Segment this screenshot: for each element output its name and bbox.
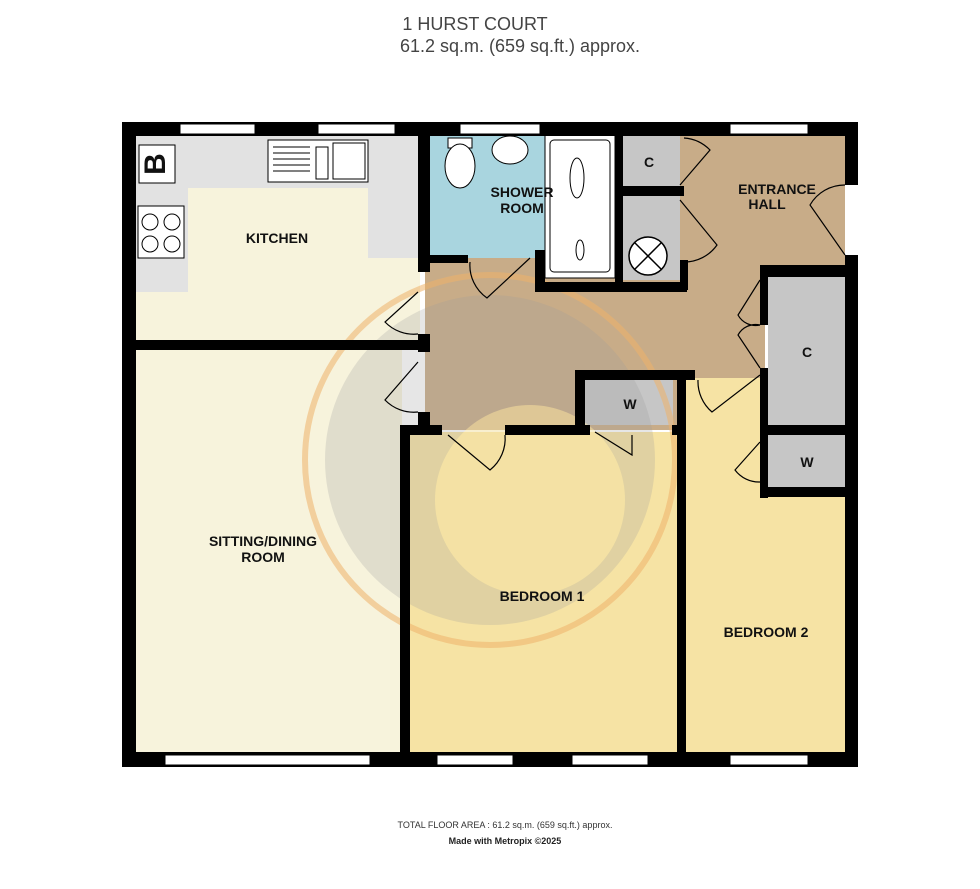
cupboard-label: C <box>802 344 812 360</box>
plan-title: 1 HURST COURT <box>402 14 548 34</box>
total-floor-area: TOTAL FLOOR AREA : 61.2 sq.m. (659 sq.ft… <box>397 820 613 830</box>
cupboard-label: C <box>644 154 654 170</box>
credit: Made with Metropix ©2025 <box>448 836 562 846</box>
wardrobe-label: W <box>800 454 814 470</box>
sink-icon <box>267 139 369 183</box>
bedroom1-entry <box>686 378 766 438</box>
shower-tray-icon <box>544 133 616 279</box>
cupboard-top <box>622 136 680 186</box>
cylinder-icon <box>628 236 668 276</box>
hob-icon <box>137 205 185 259</box>
door-swings <box>384 137 846 483</box>
entrance-hall-label-2: HALL <box>748 196 786 212</box>
basin-icon <box>491 135 529 165</box>
watermark-logo <box>302 272 678 648</box>
kitchen-label: KITCHEN <box>246 230 308 246</box>
hall-floor-upper <box>680 136 845 270</box>
wardrobe-label: W <box>623 396 637 412</box>
bedroom1-floor <box>410 432 677 752</box>
shower-room-label-2: ROOM <box>500 200 544 216</box>
bedroom2-label: BEDROOM 2 <box>724 624 809 640</box>
sitting-dining-label-2: ROOM <box>241 549 285 565</box>
sitting-dining-label-1: SITTING/DINING <box>209 533 317 549</box>
boiler-box <box>138 144 176 184</box>
toilet-icon <box>444 137 476 189</box>
kitchen-counter-right <box>368 136 420 258</box>
shower-room-label-1: SHOWER <box>491 184 554 200</box>
entrance-hall-label-1: ENTRANCE <box>738 181 816 197</box>
sitting-floor <box>136 350 402 752</box>
walls <box>122 122 858 767</box>
windows <box>164 123 809 766</box>
boiler-label: B <box>139 153 172 175</box>
wardrobe-bed2 <box>768 435 845 487</box>
plan-area: 61.2 sq.m. (659 sq.ft.) approx. <box>399 36 641 56</box>
cupboard-right <box>768 277 845 425</box>
bedroom1-label: BEDROOM 1 <box>500 588 585 604</box>
